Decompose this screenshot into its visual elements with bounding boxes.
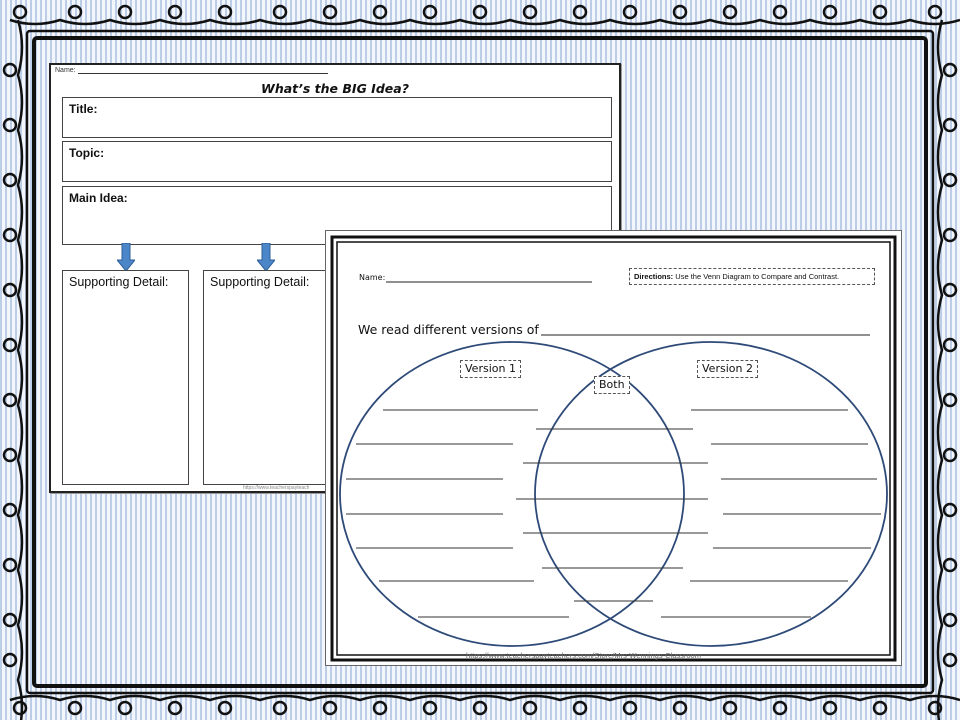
- down-arrow-icon: [257, 243, 275, 271]
- version-2-label: Version 2: [697, 360, 758, 378]
- venn-circle-left: [339, 341, 685, 647]
- border-loop: [217, 700, 233, 716]
- border-loop: [422, 4, 438, 20]
- border-loop: [822, 700, 838, 716]
- border-loop: [772, 4, 788, 20]
- border-wave-top: [9, 18, 960, 26]
- border-loop: [422, 700, 438, 716]
- border-loop: [942, 557, 958, 573]
- border-loop: [2, 117, 18, 133]
- supporting-detail-label: Supporting Detail:: [69, 275, 169, 289]
- border-loop: [942, 392, 958, 408]
- border-loop: [622, 4, 638, 20]
- directions-label: Directions:: [634, 272, 674, 281]
- border-loop: [12, 700, 28, 716]
- border-loop: [522, 700, 538, 716]
- border-loop: [2, 557, 18, 573]
- border-loop: [2, 392, 18, 408]
- footer-url: https://www.teacherspayteachers.com/Stor…: [466, 651, 701, 660]
- border-loop: [942, 117, 958, 133]
- border-loop: [622, 700, 638, 716]
- supporting-detail-label: Supporting Detail:: [210, 275, 310, 289]
- border-wave-bottom: [9, 694, 960, 702]
- border-loop: [272, 700, 288, 716]
- border-loop: [2, 172, 18, 188]
- border-loop: [67, 4, 83, 20]
- border-loop: [12, 4, 28, 20]
- border-loop: [272, 4, 288, 20]
- border-loop: [942, 172, 958, 188]
- border-loop: [942, 62, 958, 78]
- border-loop: [722, 4, 738, 20]
- border-loop: [672, 4, 688, 20]
- name-label: Name:: [359, 273, 386, 282]
- down-arrow-icon: [117, 243, 135, 271]
- supporting-detail-box-1: Supporting Detail:: [62, 270, 189, 485]
- border-loop: [167, 700, 183, 716]
- border-loop: [772, 700, 788, 716]
- border-loop: [167, 4, 183, 20]
- main-idea-label: Main Idea:: [69, 191, 128, 205]
- border-wave-right: [936, 19, 944, 720]
- border-loop: [217, 4, 233, 20]
- border-loop: [472, 700, 488, 716]
- border-loop: [942, 612, 958, 628]
- border-loop: [942, 502, 958, 518]
- border-loop: [522, 4, 538, 20]
- border-loop: [2, 337, 18, 353]
- border-loop: [872, 4, 888, 20]
- border-loop: [322, 700, 338, 716]
- title-label: Title:: [69, 102, 98, 116]
- border-loop: [2, 62, 18, 78]
- border-loop: [872, 700, 888, 716]
- border-loop: [572, 4, 588, 20]
- border-loop: [2, 227, 18, 243]
- venn-circle-right: [534, 341, 888, 647]
- name-label: Name:: [55, 67, 76, 74]
- supporting-detail-box-2: Supporting Detail:: [203, 270, 333, 485]
- border-loop: [117, 700, 133, 716]
- name-rule: [77, 67, 328, 74]
- border-wave-left: [16, 19, 24, 720]
- writing-lines: [346, 409, 881, 618]
- border-loop: [2, 447, 18, 463]
- border-loop: [2, 502, 18, 518]
- border-loop: [672, 700, 688, 716]
- directions-text: Use the Venn Diagram to Compare and Cont…: [675, 272, 840, 281]
- border-loop: [927, 700, 943, 716]
- border-loop: [372, 700, 388, 716]
- directions-box: Directions: Use the Venn Diagram to Comp…: [629, 268, 875, 285]
- footer-url: https://www.teacherspayteach: [243, 485, 310, 491]
- version-1-label: Version 1: [460, 360, 521, 378]
- border-loop: [572, 700, 588, 716]
- border-loop: [722, 700, 738, 716]
- border-loop: [927, 4, 943, 20]
- worksheet-heading: What’s the BIG Idea?: [261, 81, 409, 96]
- border-loop: [942, 337, 958, 353]
- venn-worksheet: Name: Directions: Use the Venn Diagram t…: [325, 230, 902, 666]
- border-loop: [942, 447, 958, 463]
- border-loop: [2, 612, 18, 628]
- topic-label: Topic:: [69, 146, 105, 160]
- border-loop: [67, 700, 83, 716]
- border-loop: [942, 227, 958, 243]
- topic-box: Topic:: [62, 141, 612, 182]
- border-loop: [2, 652, 18, 668]
- border-loop: [117, 4, 133, 20]
- border-loop: [372, 4, 388, 20]
- both-label: Both: [594, 376, 630, 394]
- title-box: Title:: [62, 97, 612, 138]
- name-line: Name:: [55, 67, 328, 74]
- border-loop: [942, 282, 958, 298]
- border-loop: [322, 4, 338, 20]
- border-loop: [942, 652, 958, 668]
- border-loop: [472, 4, 488, 20]
- border-loop: [2, 282, 18, 298]
- venn-graphic: [330, 235, 897, 662]
- prompt-text: We read different versions of: [358, 322, 539, 337]
- border-loop: [822, 4, 838, 20]
